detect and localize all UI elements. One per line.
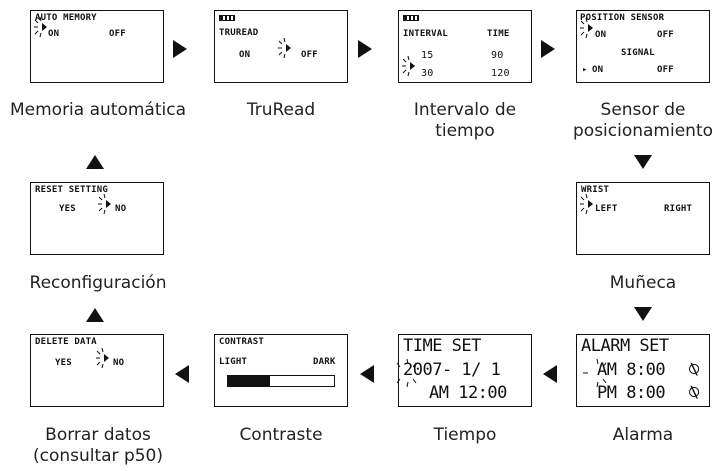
blinking-cursor-icon [278, 37, 291, 59]
screen-truread: TRUREAD ON OFF [214, 10, 348, 83]
time-column: TIME [487, 29, 510, 39]
alarm-line-1: AM 8:00 [597, 360, 666, 380]
time-set-clock: AM 12:00 [429, 383, 507, 403]
caption-interval-l1: Intervalo de [413, 100, 517, 120]
auto-memory-title: AUTO MEMORY [35, 13, 97, 23]
signal-on: ON [592, 65, 604, 75]
contrast-title: CONTRAST [219, 337, 264, 347]
screen-contrast: CONTRAST LIGHT DARK [214, 334, 348, 407]
position-sensor-off: OFF [657, 30, 674, 40]
truread-on: ON [239, 50, 251, 60]
arrow-icon [360, 365, 374, 383]
battery-icon [403, 15, 419, 21]
arrow-icon [634, 155, 652, 169]
blinking-cursor-icon [96, 347, 109, 369]
arrow-icon [175, 365, 189, 383]
reset-no: NO [115, 204, 127, 214]
caption-delete-data-l1: Borrar datos [45, 425, 151, 445]
caption-reset-setting: Reconfiguración [29, 273, 167, 293]
contrast-dark: DARK [313, 357, 336, 367]
time-120: 120 [491, 68, 510, 79]
blinking-cursor-icon [583, 358, 607, 388]
blinking-cursor-icon [402, 55, 415, 77]
reset-setting-title: RESET SETTING [35, 185, 109, 195]
screen-auto-memory: AUTO MEMORY ON OFF [30, 10, 164, 83]
time-set-title: TIME SET [403, 336, 481, 356]
screen-delete-data: DELETE DATA YES NO [30, 334, 164, 407]
caption-alarm: Alarma [612, 425, 674, 445]
arrow-icon [86, 155, 104, 169]
caption-interval-l2: tiempo [435, 121, 495, 141]
battery-icon [219, 15, 235, 21]
reset-yes: YES [59, 204, 76, 214]
caption-truread: TruRead [246, 100, 316, 120]
caption-position-sensor-l2: posicionamiento [573, 121, 714, 141]
arrow-icon [173, 40, 187, 58]
truread-title: TRUREAD [219, 28, 259, 38]
screen-interval: INTERVAL TIME 15 90 30 120 [398, 10, 532, 83]
blinking-cursor-icon [580, 17, 593, 39]
caption-time: Tiempo [433, 425, 497, 445]
blinking-cursor-icon [396, 358, 417, 388]
delete-data-title: DELETE DATA [35, 337, 97, 347]
contrast-level-bar [227, 375, 335, 387]
screen-reset-setting: RESET SETTING YES NO [30, 182, 164, 255]
truread-off: OFF [301, 50, 318, 60]
position-sensor-on: ON [595, 30, 607, 40]
interval-30: 30 [421, 68, 434, 79]
blinking-cursor-icon [98, 193, 111, 215]
time-set-date: 2007- 1/ 1 [403, 360, 501, 380]
interval-column: INTERVAL [403, 29, 448, 39]
interval-15: 15 [421, 50, 434, 61]
screen-position-sensor: POSITION SENSOR ON OFF SIGNAL ▸ ON OFF [576, 10, 710, 83]
caption-position-sensor-l1: Sensor de [600, 100, 686, 120]
blinking-cursor-icon [580, 193, 593, 215]
delete-no: NO [113, 358, 125, 368]
auto-memory-off: OFF [109, 29, 126, 39]
alarm-off-icon: ⍉ [689, 360, 699, 380]
blinking-cursor-icon [34, 16, 47, 38]
alarm-off-icon: ⍉ [689, 383, 699, 403]
contrast-light: LIGHT [219, 357, 248, 367]
wrist-right: RIGHT [664, 204, 693, 214]
signal-pointer-icon: ▸ [582, 65, 588, 75]
screen-alarm-set: ALARM SET AM 8:00 ⍉ PM 8:00 ⍉ [576, 334, 710, 407]
time-90: 90 [491, 50, 504, 61]
caption-wrist: Muñeca [609, 273, 677, 293]
signal-off: OFF [657, 65, 674, 75]
wrist-left: LEFT [595, 204, 618, 214]
alarm-set-title: ALARM SET [581, 336, 669, 356]
arrow-icon [86, 308, 104, 322]
arrow-icon [541, 40, 555, 58]
contrast-level-fill [228, 376, 271, 386]
caption-contrast: Contraste [239, 425, 323, 445]
screen-time-set: TIME SET 2007- 1/ 1 AM 12:00 [398, 334, 532, 407]
screen-wrist: WRIST LEFT RIGHT [576, 182, 710, 255]
caption-delete-data-l2: (consultar p50) [32, 446, 164, 466]
arrow-icon [543, 365, 557, 383]
arrow-icon [358, 40, 372, 58]
alarm-line-2: PM 8:00 [597, 383, 666, 403]
arrow-icon [634, 307, 652, 321]
position-sensor-title: POSITION SENSOR [580, 13, 665, 23]
caption-auto-memory: Memoria automática [9, 100, 186, 120]
signal-title: SIGNAL [621, 48, 655, 58]
delete-yes: YES [55, 358, 72, 368]
auto-memory-on: ON [48, 29, 60, 39]
wrist-title: WRIST [581, 185, 610, 195]
